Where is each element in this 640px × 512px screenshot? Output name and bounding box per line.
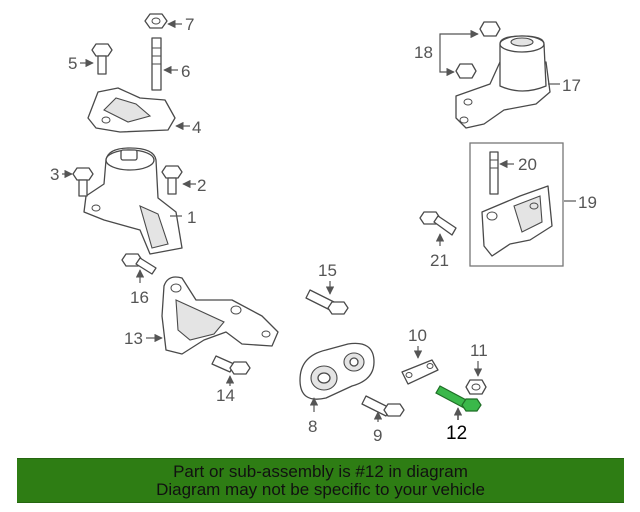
part-19-assembly-box xyxy=(469,142,564,267)
label-19: 19 xyxy=(578,193,597,212)
label-12: 12 xyxy=(446,423,467,444)
label-5: 5 xyxy=(68,54,77,73)
label-18: 18 xyxy=(414,43,433,62)
part-14-bolt[interactable] xyxy=(211,355,251,375)
part-7-nut[interactable] xyxy=(144,13,168,29)
label-14: 14 xyxy=(216,386,235,405)
part-16-bolt[interactable] xyxy=(121,253,157,275)
label-20: 20 xyxy=(518,155,537,174)
label-3: 3 xyxy=(50,165,59,184)
label-17: 17 xyxy=(562,76,581,95)
part-8-roll-mount[interactable] xyxy=(299,342,375,400)
part-9-bolt[interactable] xyxy=(361,395,405,417)
part-15-bolt[interactable] xyxy=(305,289,349,315)
part-6-stud[interactable] xyxy=(151,37,162,91)
part-2-bolt[interactable] xyxy=(161,165,183,195)
label-9: 9 xyxy=(373,426,382,445)
banner-line-2: Diagram may not be specific to your vehi… xyxy=(156,479,485,499)
label-7: 7 xyxy=(185,15,194,34)
part-1-engine-mount[interactable] xyxy=(83,147,183,255)
engine-mount-diagram: 7 6 5 4 1 3 2 xyxy=(50,13,597,445)
label-11: 11 xyxy=(470,341,488,360)
part-5-bolt[interactable] xyxy=(91,43,113,75)
part-19-bracket[interactable] xyxy=(481,185,553,257)
banner-line-1: Part or sub-assembly is #12 in diagram xyxy=(173,461,468,481)
part-13-bracket[interactable] xyxy=(161,276,279,355)
part-3-bolt[interactable] xyxy=(72,167,94,197)
info-banner: Part or sub-assembly is #12 in diagram D… xyxy=(17,458,624,503)
label-8: 8 xyxy=(308,417,317,436)
label-16: 16 xyxy=(130,288,149,307)
label-2: 2 xyxy=(197,176,206,195)
part-18-nut-lower[interactable] xyxy=(455,63,477,79)
part-17-upper-mount[interactable] xyxy=(455,35,551,129)
label-21: 21 xyxy=(430,251,449,270)
part-20-stud[interactable] xyxy=(489,151,499,195)
label-13: 13 xyxy=(124,329,143,348)
part-18-nut-upper[interactable] xyxy=(479,21,501,37)
label-4: 4 xyxy=(192,118,201,137)
part-11-nut[interactable] xyxy=(465,379,487,395)
part-21-bolt[interactable] xyxy=(419,211,457,236)
part-10-plate[interactable] xyxy=(401,359,439,385)
label-6: 6 xyxy=(181,62,190,81)
label-15: 15 xyxy=(318,261,337,280)
label-10: 10 xyxy=(408,326,427,345)
part-4-bracket[interactable] xyxy=(87,87,176,133)
part-12-bolt[interactable] xyxy=(435,385,482,412)
label-1: 1 xyxy=(187,208,196,227)
